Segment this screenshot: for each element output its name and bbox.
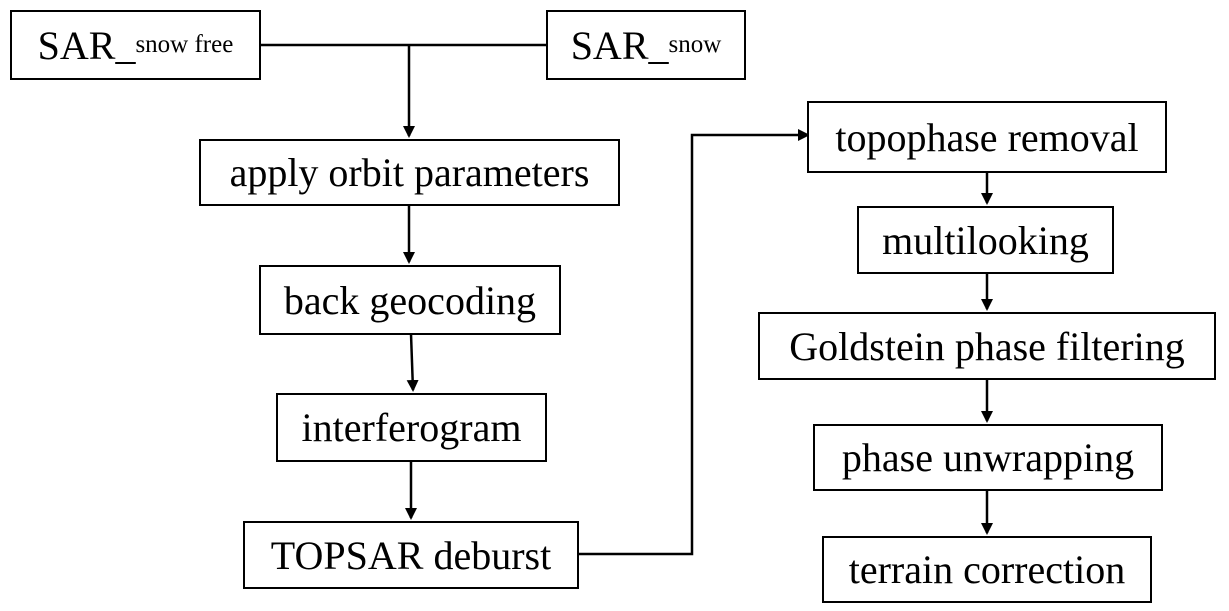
sar-snow-free-main: SAR_: [37, 22, 136, 68]
sar-snow-free-box: SAR_snow free: [10, 10, 261, 80]
step-apply-orbit-parameters: apply orbit parameters: [199, 139, 620, 206]
step-goldstein-phase-filtering: Goldstein phase filtering: [758, 312, 1216, 380]
step-topophase-removal: topophase removal: [807, 101, 1167, 173]
sar-snow-box: SAR_snow: [546, 10, 746, 80]
arrow-geocoding-to-interferogram: [406, 333, 419, 392]
step-multilooking: multilooking: [857, 206, 1114, 274]
step-phase-unwrapping: phase unwrapping: [813, 424, 1163, 491]
sar-snow-free-subscript: snow free: [135, 31, 234, 58]
step-interferogram: interferogram: [276, 393, 547, 462]
sar-snow-subscript: snow: [668, 31, 722, 58]
step-back-geocoding: back geocoding: [259, 265, 561, 335]
arrow-deburst-to-topophase: [578, 129, 810, 556]
step-terrain-correction: terrain correction: [822, 536, 1152, 603]
sar-snow-main: SAR_: [570, 22, 669, 68]
step-topsar-deburst: TOPSAR deburst: [243, 521, 579, 589]
